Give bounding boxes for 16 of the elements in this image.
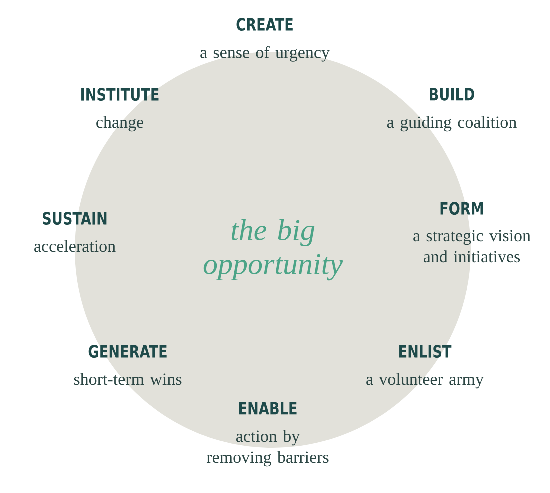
step-heading: BUILD (430, 88, 474, 101)
step-heading: CREATE (236, 18, 293, 32)
step-heading: INSTITUTE (82, 88, 159, 102)
step-description: change (96, 116, 144, 132)
step-heading: ENABLE (240, 402, 297, 415)
step-description: short-term wins (74, 373, 182, 386)
step-heading: FORM (440, 202, 484, 216)
step-description: a strategic vision and initiatives (414, 230, 531, 263)
step-heading: SUSTAIN (43, 212, 107, 226)
step-heading: ENLIST (400, 345, 452, 358)
step-description: a volunteer army (366, 373, 484, 389)
step-description: a sense of urgency (200, 46, 330, 62)
step-description: a guiding coalition (387, 116, 517, 132)
step-description: acceleration (34, 240, 116, 252)
step-description: action by removing barriers (206, 430, 329, 467)
step-heading: GENERATE (88, 345, 167, 358)
